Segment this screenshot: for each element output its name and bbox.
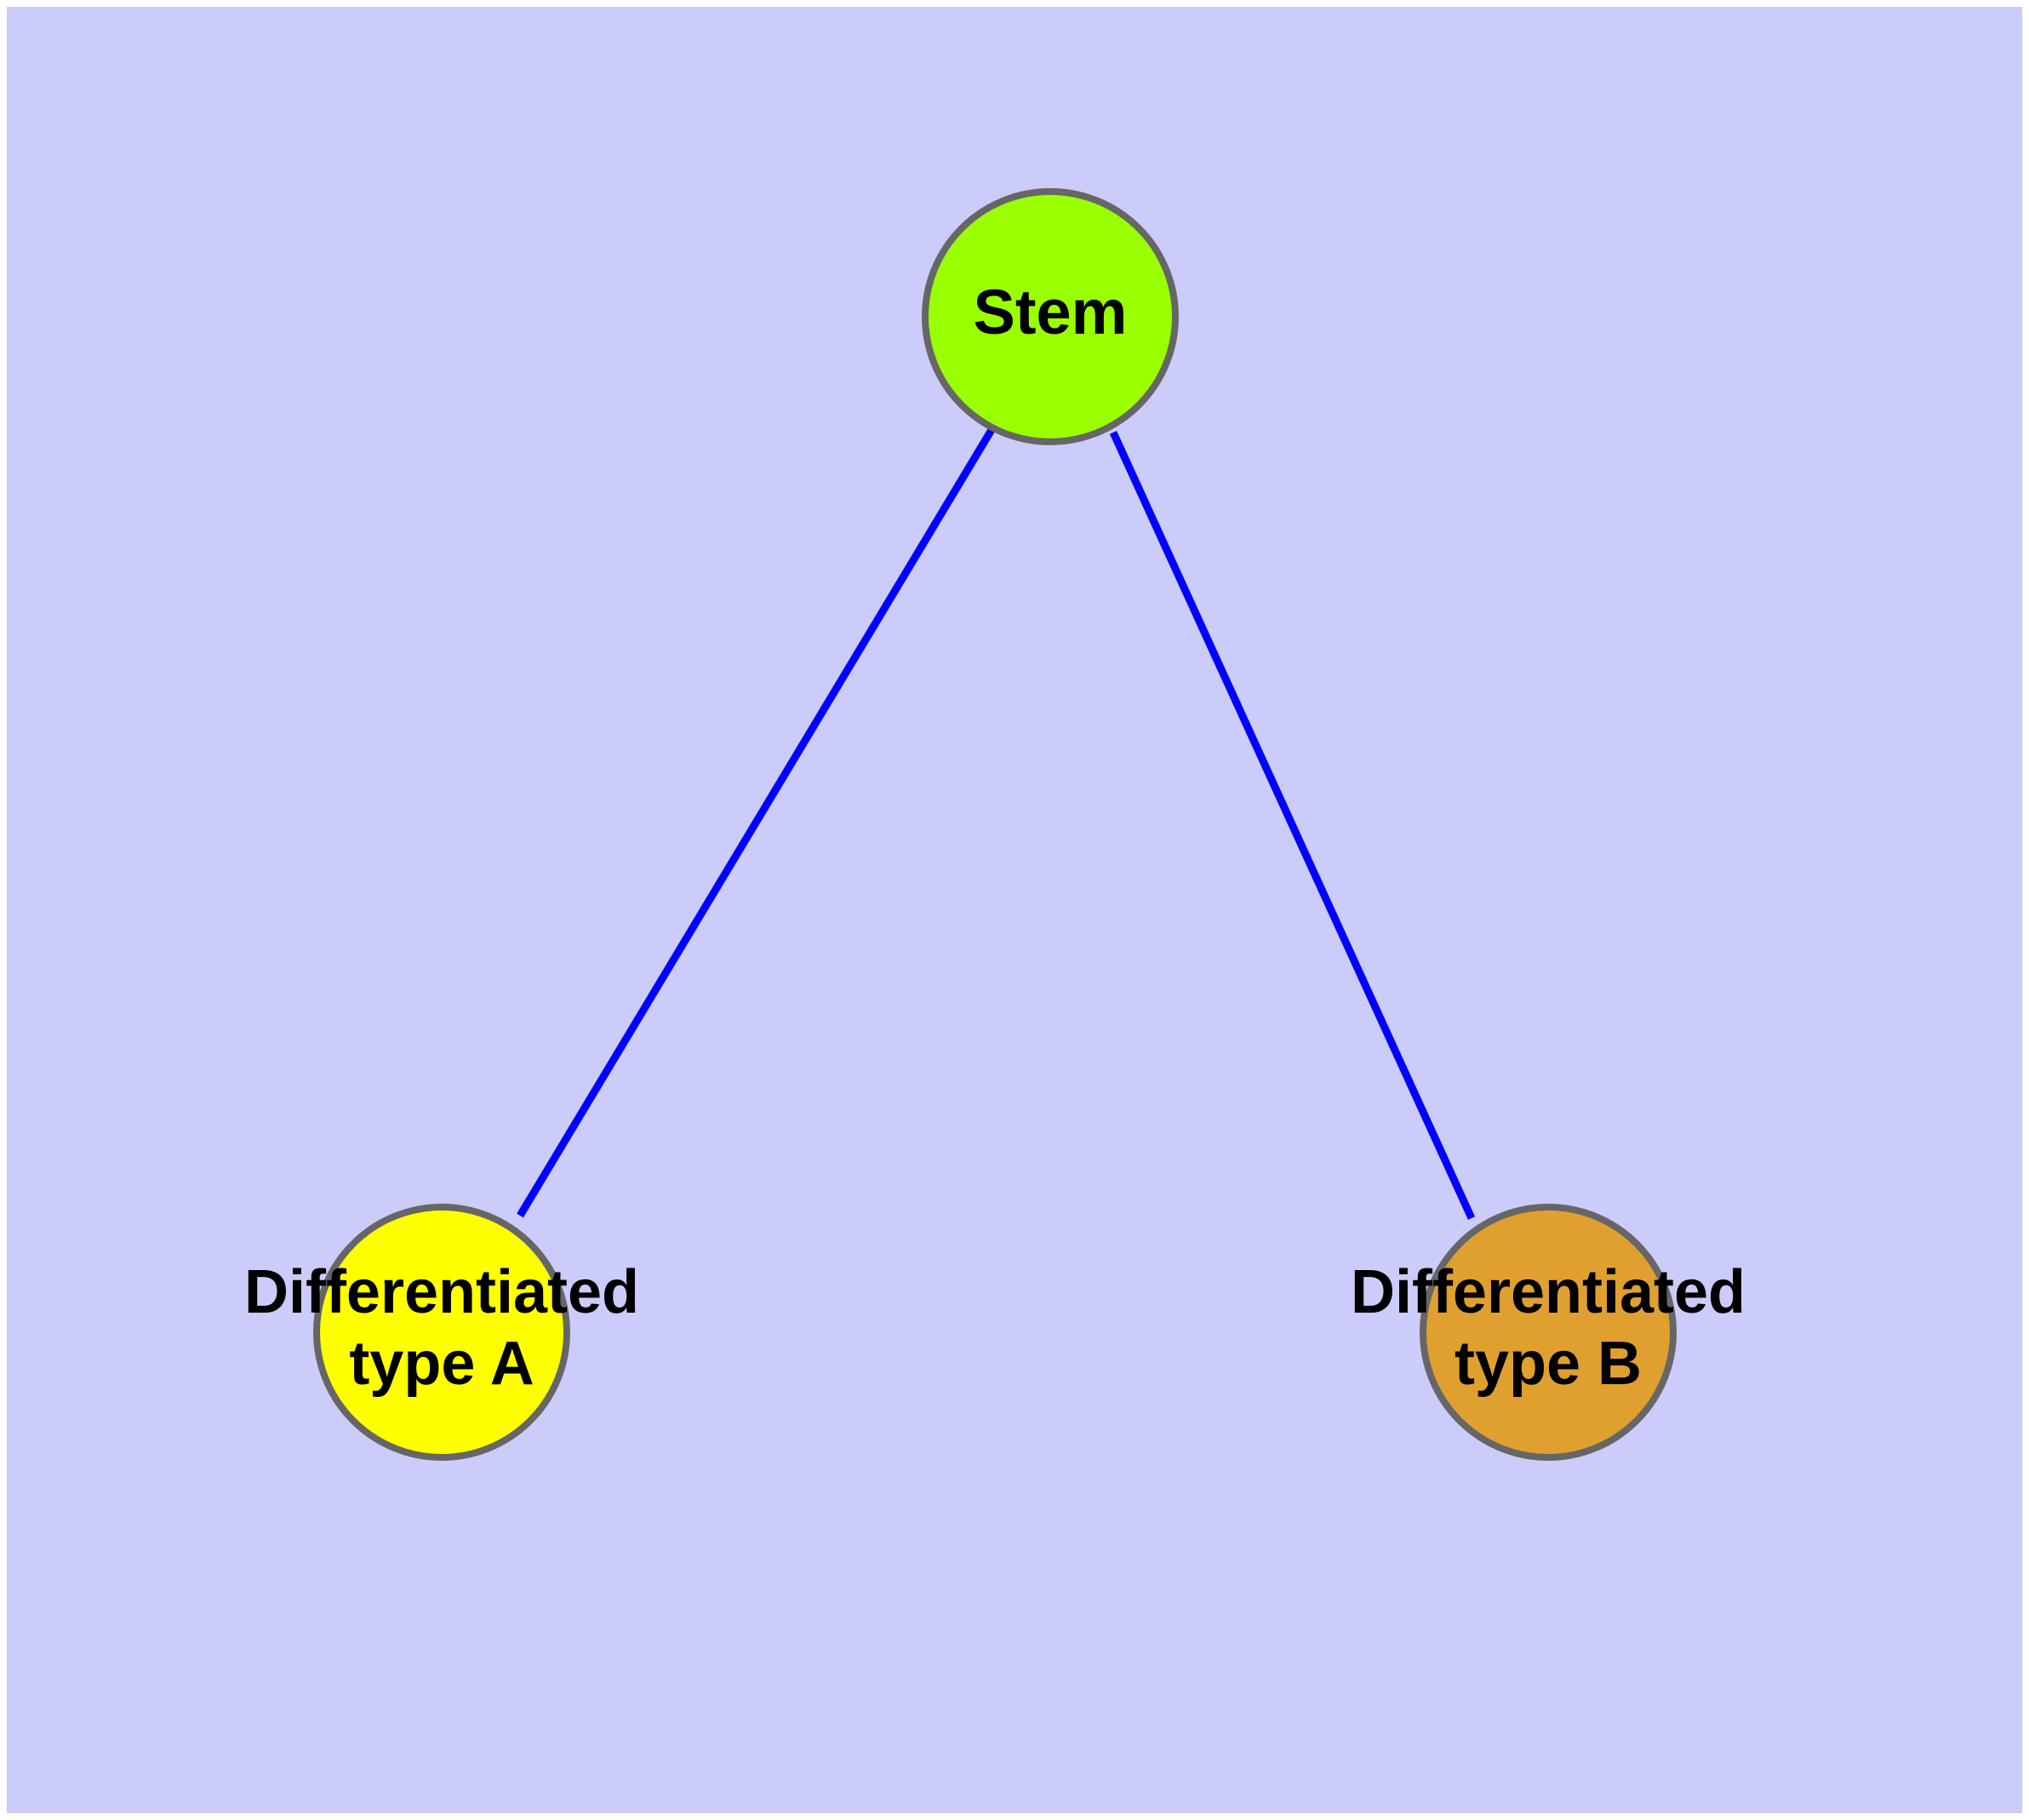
node-differentiated-type-b-circle[interactable] (1420, 1204, 1677, 1461)
edge-stem-to-differentiated-type-b[interactable] (1109, 431, 1476, 1220)
node-stem-circle[interactable] (922, 188, 1179, 445)
node-layer (313, 188, 1677, 1461)
edge-stem-to-differentiated-type-a[interactable] (517, 427, 995, 1218)
node-stem-label: Stem (974, 277, 1128, 347)
edge-layer (517, 427, 1476, 1220)
node-differentiated-type-a-circle[interactable] (313, 1204, 570, 1461)
